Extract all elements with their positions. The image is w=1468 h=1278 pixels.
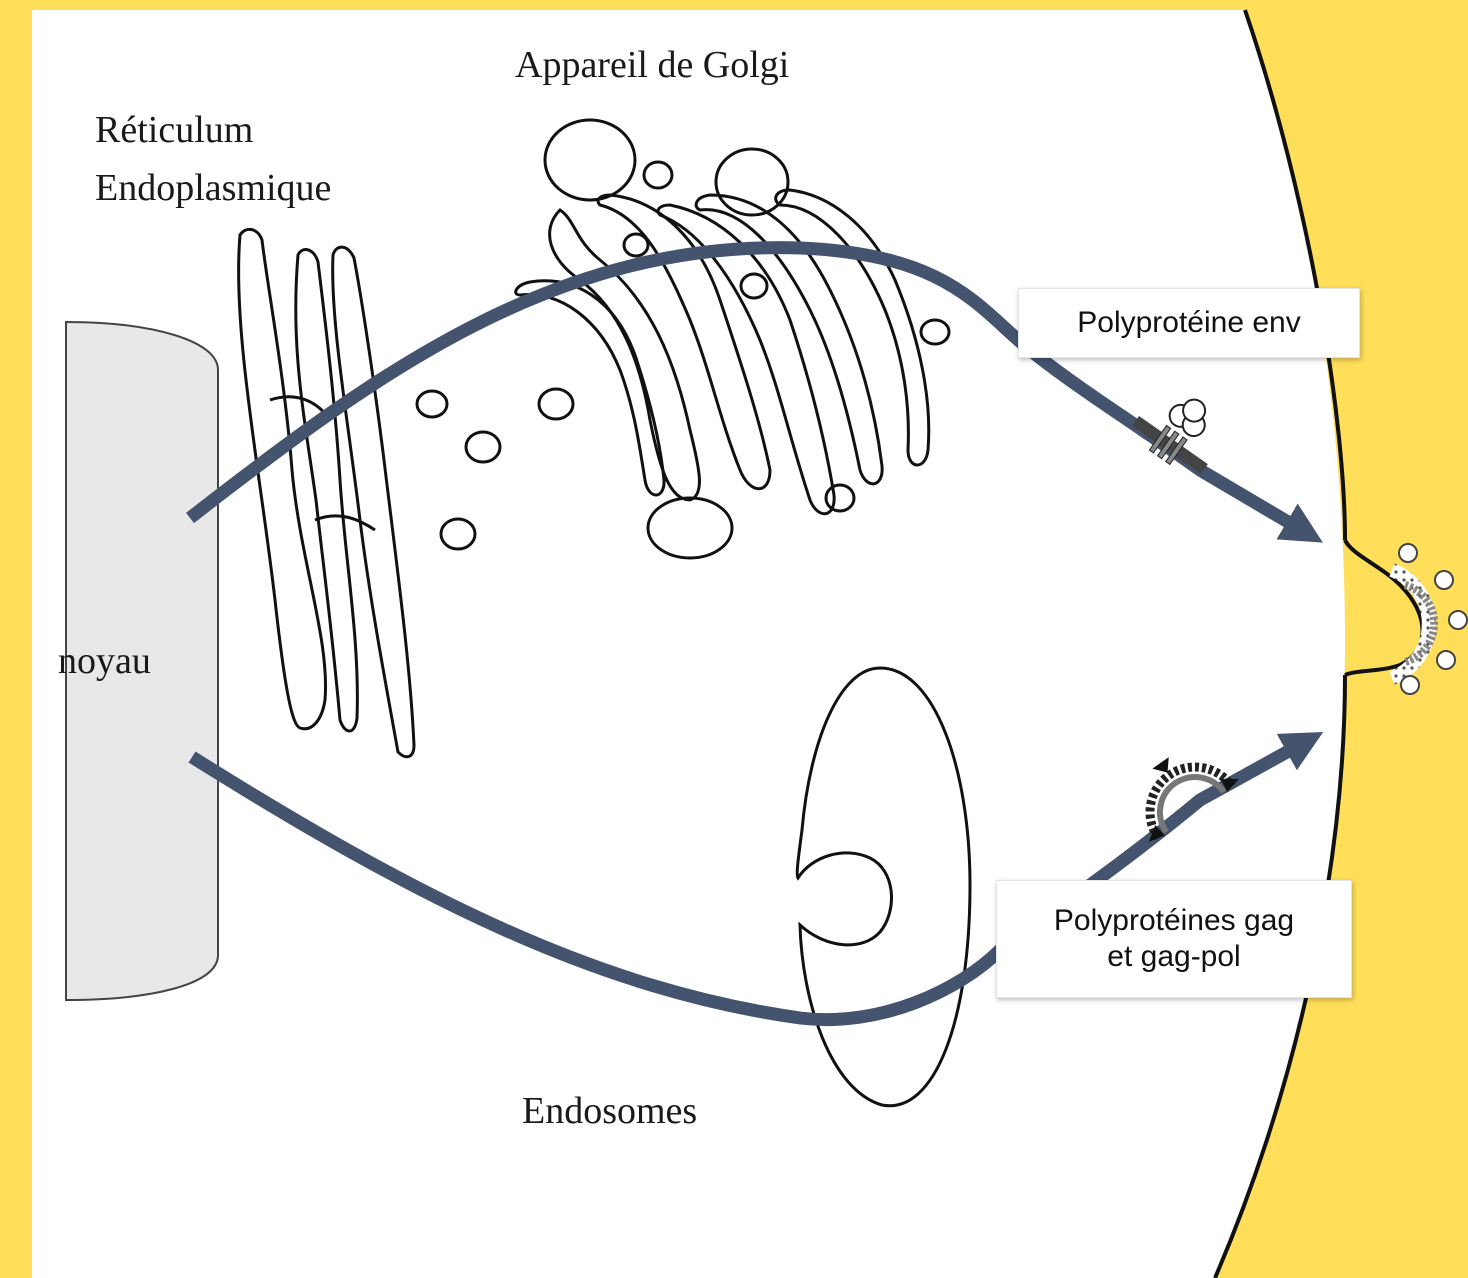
gag-polyprotein-text-line1: Polyprotéines gag bbox=[1054, 903, 1294, 939]
nucleus-label: noyau bbox=[58, 638, 151, 686]
golgi-label: Appareil de Golgi bbox=[515, 42, 789, 90]
endosomes-label: Endosomes bbox=[522, 1088, 697, 1136]
gag-polyprotein-label: Polyprotéines gag et gag-pol bbox=[996, 880, 1352, 998]
gag-polyprotein-text-line2: et gag-pol bbox=[1107, 939, 1240, 975]
env-polyprotein-label: Polyprotéine env bbox=[1018, 288, 1360, 358]
er-label-line2: Endoplasmique bbox=[95, 165, 331, 213]
env-polyprotein-text: Polyprotéine env bbox=[1077, 305, 1300, 341]
er-label-line1: Réticulum bbox=[95, 107, 253, 155]
budding-virus-icon bbox=[1345, 540, 1467, 694]
